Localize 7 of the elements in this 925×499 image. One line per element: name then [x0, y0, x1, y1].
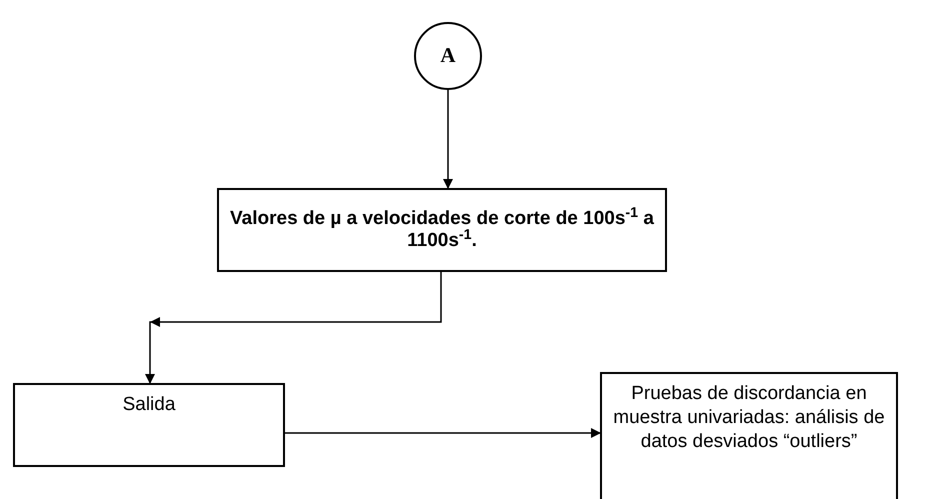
process-box	[13, 383, 285, 467]
box-text: Salida	[122, 393, 176, 417]
process-box	[600, 372, 898, 499]
box-text: Valores de µ a velocidades de corte de 100s$^{-1}$ a 1100s$^{-1}$.	[229, 208, 655, 252]
process-box	[217, 188, 667, 272]
box-text: Pruebas de discordancia en muestra univariadas: análisis de datos desviados “outliers”	[612, 382, 886, 454]
connector-label: A	[440, 42, 456, 70]
